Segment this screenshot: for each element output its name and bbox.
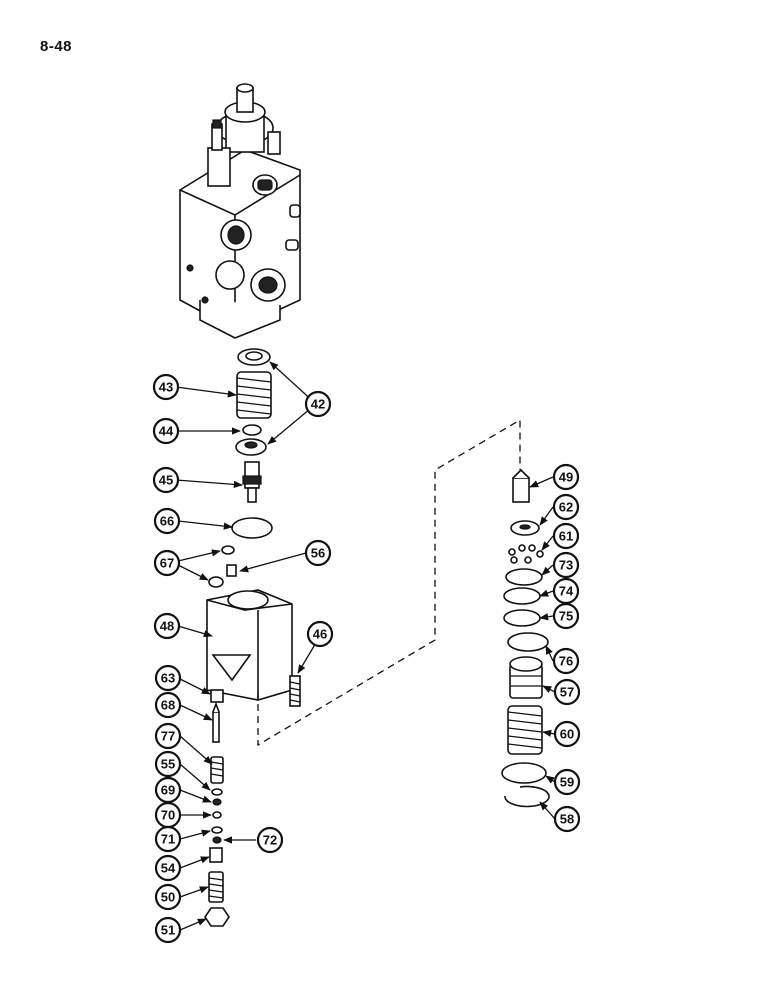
callout-50: 50 — [154, 883, 182, 911]
svg-text:55: 55 — [161, 757, 175, 772]
callout-56: 56 — [304, 539, 332, 567]
callout-60: 60 — [553, 720, 581, 748]
callout-48: 48 — [153, 612, 181, 640]
callout-51: 51 — [154, 916, 182, 944]
callout-76: 76 — [552, 647, 580, 675]
page-number: 8-48 — [40, 38, 73, 55]
callout-63: 63 — [154, 664, 182, 692]
svg-text:58: 58 — [560, 812, 574, 827]
callout-74: 74 — [552, 577, 580, 605]
svg-text:76: 76 — [559, 654, 573, 669]
right-column-parts — [257, 418, 550, 808]
svg-text:63: 63 — [161, 671, 175, 686]
callout-49: 49 — [552, 463, 580, 491]
svg-text:72: 72 — [263, 833, 277, 848]
svg-text:57: 57 — [560, 685, 574, 700]
svg-text:61: 61 — [559, 529, 573, 544]
left-column-parts — [204, 348, 301, 927]
callout-43: 43 — [152, 373, 180, 401]
valve-body-assembly — [179, 83, 301, 339]
svg-text:73: 73 — [559, 558, 573, 573]
callout-61: 61 — [552, 522, 580, 550]
callout-46: 46 — [306, 620, 334, 648]
svg-text:59: 59 — [560, 775, 574, 790]
callout-73: 73 — [552, 551, 580, 579]
svg-text:54: 54 — [161, 861, 176, 876]
svg-text:77: 77 — [161, 729, 175, 744]
callout-59: 59 — [553, 768, 581, 796]
svg-text:50: 50 — [161, 890, 175, 905]
svg-text:56: 56 — [311, 546, 325, 561]
callout-72: 72 — [256, 826, 284, 854]
svg-text:44: 44 — [159, 424, 174, 439]
svg-text:71: 71 — [161, 832, 175, 847]
callout-44: 44 — [152, 417, 180, 445]
svg-text:75: 75 — [559, 609, 573, 624]
callout-71: 71 — [154, 825, 182, 853]
callout-54: 54 — [154, 854, 182, 882]
callout-70: 70 — [154, 801, 182, 829]
svg-text:66: 66 — [160, 514, 174, 529]
svg-text:45: 45 — [159, 473, 173, 488]
svg-text:43: 43 — [159, 380, 173, 395]
callout-62: 62 — [552, 493, 580, 521]
callout-68: 68 — [154, 691, 182, 719]
callout-57: 57 — [553, 678, 581, 706]
svg-text:68: 68 — [161, 698, 175, 713]
svg-text:60: 60 — [560, 727, 574, 742]
callout-45: 45 — [152, 466, 180, 494]
callout-77: 77 — [154, 722, 182, 750]
callout-58: 58 — [553, 805, 581, 833]
callout-67: 67 — [153, 549, 181, 577]
callout-69: 69 — [154, 776, 182, 804]
svg-text:51: 51 — [161, 923, 175, 938]
svg-text:49: 49 — [559, 470, 573, 485]
svg-text:46: 46 — [313, 627, 327, 642]
callout-66: 66 — [153, 507, 181, 535]
svg-text:42: 42 — [311, 397, 325, 412]
callout-55: 55 — [154, 750, 182, 778]
svg-text:74: 74 — [559, 584, 574, 599]
svg-text:70: 70 — [161, 808, 175, 823]
svg-text:69: 69 — [161, 783, 175, 798]
callout-75: 75 — [552, 602, 580, 630]
svg-text:48: 48 — [160, 619, 174, 634]
svg-text:67: 67 — [160, 556, 174, 571]
svg-text:62: 62 — [559, 500, 573, 515]
callout-42: 42 — [304, 390, 332, 418]
callouts: 42 43 44 45 66 56 67 48 46 63 68 77 55 6… — [152, 373, 581, 944]
